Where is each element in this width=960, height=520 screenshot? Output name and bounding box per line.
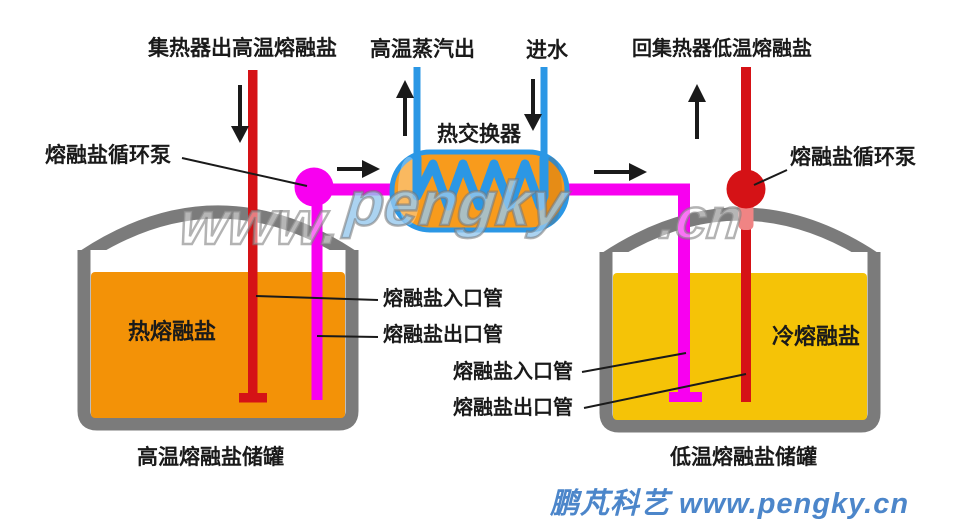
flow-arrows	[231, 79, 706, 181]
label-outlet-pipe-right: 熔融盐出口管	[453, 397, 573, 419]
exchanger-to-cold-tank-pipe	[563, 183, 702, 402]
label-pump-right: 熔融盐循环泵	[790, 146, 916, 169]
circulation-pump-left	[294, 167, 334, 207]
watermark-www: www.	[175, 188, 344, 260]
label-cold-tank: 低温熔融盐储罐	[670, 446, 817, 469]
label-pump-left: 熔融盐循环泵	[45, 144, 171, 167]
leader-outlet-left	[316, 335, 379, 338]
flow-arrow-up-return	[688, 84, 706, 139]
watermark-cn: .cn	[655, 186, 747, 253]
steam-out-pipe	[413, 67, 421, 160]
leader-pump-left	[181, 157, 308, 187]
flow-arrow-down-water	[524, 79, 542, 131]
label-heat-exchanger: 热交换器	[437, 123, 521, 146]
flow-arrow-down-left	[231, 85, 249, 143]
leader-inlet-left	[255, 295, 379, 301]
label-steam-out: 高温蒸汽出	[370, 38, 475, 61]
label-inlet-pipe-right: 熔融盐入口管	[453, 361, 573, 383]
label-collector-out: 集热器出高温熔融盐	[148, 37, 337, 60]
hot-salt-inlet-pipe	[239, 70, 267, 403]
pump-right-stem	[738, 203, 754, 230]
label-hot-salt: 热熔融盐	[128, 319, 217, 344]
circulation-pump-right	[726, 169, 766, 209]
cold-salt-fill	[613, 273, 867, 420]
label-cold-salt: 冷熔融盐	[772, 324, 861, 349]
pump-to-exchanger-pipe	[314, 183, 396, 196]
flow-arrow-right-to-cold-tank	[594, 163, 647, 181]
exchanger-coil	[412, 153, 549, 211]
label-return-to-collector: 回集热器低温熔融盐	[632, 38, 812, 60]
label-hot-tank: 高温熔融盐储罐	[137, 446, 284, 469]
cold-salt-return-pipe	[741, 67, 751, 402]
water-in-pipe	[540, 67, 548, 160]
flow-arrow-up-steam	[396, 80, 414, 136]
watermark-pengky: pengky	[341, 168, 571, 241]
flow-arrow-right-to-exchanger	[337, 160, 380, 178]
leader-pump-right	[753, 169, 788, 186]
leader-lines	[181, 157, 788, 409]
label-outlet-pipe-left: 熔融盐出口管	[383, 324, 503, 346]
label-inlet-pipe-left: 熔融盐入口管	[383, 288, 503, 310]
branding-text: 鹏芃科艺 www.pengky.cn	[550, 488, 910, 520]
leader-inlet-right	[581, 352, 687, 373]
label-water-in: 进水	[526, 39, 568, 62]
heat-exchanger	[389, 149, 570, 233]
hot-salt-fill	[91, 272, 345, 418]
leader-outlet-right	[583, 373, 747, 409]
